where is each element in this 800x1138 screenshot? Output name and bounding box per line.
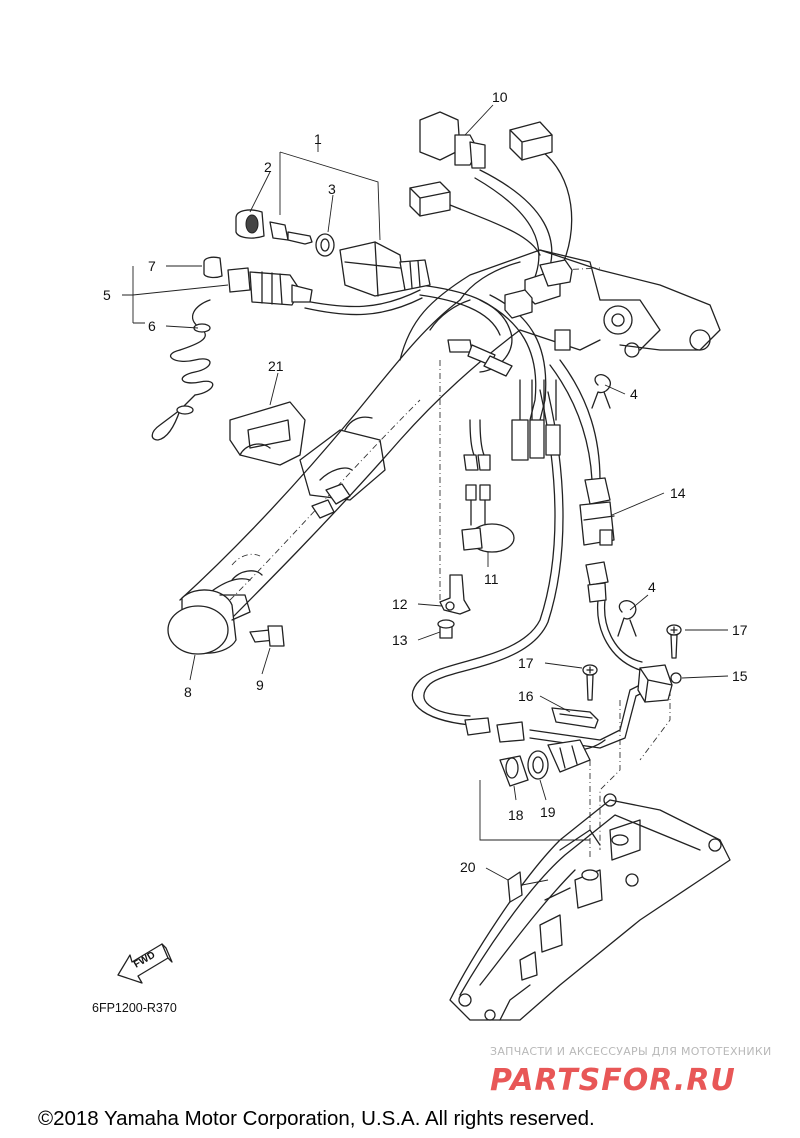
- callout-10: 10: [492, 89, 508, 105]
- callout-18: 18: [508, 807, 524, 823]
- lower-bracket: [449, 793, 731, 1021]
- wire-connector-pair: [464, 717, 525, 743]
- callout-12: 12: [392, 596, 408, 612]
- part-9-screw: [249, 625, 285, 647]
- part-1-main-switch: [339, 241, 431, 297]
- part-15-box: [585, 561, 682, 703]
- part-4-clip-upper: [591, 374, 612, 409]
- callout-17-left: 17: [518, 655, 534, 671]
- part-21-grip: [229, 401, 306, 466]
- part-7-cap: [203, 256, 223, 279]
- diagram-code: 6FP1200-R370: [92, 1001, 177, 1015]
- watermark: ЗАПЧАСТИ И АКСЕССУАРЫ ДЛЯ МОТОТЕХНИКИ PA…: [490, 1045, 772, 1098]
- callout-21: 21: [268, 358, 284, 374]
- callout-3: 3: [328, 181, 336, 197]
- part-18-grommet: [499, 755, 529, 787]
- part-19-grommet: [527, 750, 549, 780]
- part-5-stop-switch: [227, 267, 313, 306]
- mid-connectors: [447, 329, 571, 471]
- watermark-tagline: ЗАПЧАСТИ И АКСЕССУАРЫ ДЛЯ МОТОТЕХНИКИ: [490, 1045, 772, 1058]
- fwd-arrow-icon: FWD: [117, 943, 173, 984]
- callout-9: 9: [256, 677, 264, 693]
- wire-harness: [299, 149, 653, 752]
- part-10-connector: [409, 111, 573, 319]
- callout-4-upper: 4: [630, 386, 638, 402]
- handle-connectors: [311, 483, 351, 519]
- part-6-lanyard: [151, 299, 214, 441]
- reference-lines: [439, 267, 671, 860]
- callout-19: 19: [540, 804, 556, 820]
- part-4-clip-lower: [617, 600, 637, 637]
- watermark-brand: PARTSFOR.RU: [490, 1063, 736, 1098]
- callout-20: 20: [460, 859, 476, 875]
- part-11-relay: [461, 484, 515, 553]
- copyright-notice: ©2018 Yamaha Motor Corporation, U.S.A. A…: [38, 1107, 595, 1130]
- callout-15: 15: [732, 668, 748, 684]
- leader-lines: [122, 104, 729, 886]
- part-2-cap: [235, 209, 265, 239]
- part-8-grip-end: [167, 589, 251, 655]
- callout-4-lower: 4: [648, 579, 656, 595]
- callout-2: 2: [264, 159, 272, 175]
- part-14-connector: [579, 477, 615, 546]
- callout-13: 13: [392, 632, 408, 648]
- callout-16: 16: [518, 688, 534, 704]
- callout-6: 6: [148, 318, 156, 334]
- callout-11: 11: [484, 571, 499, 587]
- part-16-clamp: [551, 707, 599, 729]
- part-3-washer: [315, 233, 335, 257]
- part-17-screw-lower: [666, 624, 682, 659]
- part-17-screw-upper: [582, 664, 598, 701]
- part-1-key: [269, 221, 313, 245]
- part-12-bracket: [439, 574, 471, 615]
- callout-8: 8: [184, 684, 192, 700]
- part-20-label: [507, 871, 523, 903]
- callout-14: 14: [670, 485, 686, 501]
- tiller-handle-body: [179, 249, 721, 641]
- callout-7: 7: [148, 258, 156, 274]
- callout-17-right: 17: [732, 622, 748, 638]
- part-13-bolt: [437, 619, 455, 639]
- grommet-block: [547, 739, 591, 773]
- callout-1: 1: [314, 131, 322, 147]
- callout-5: 5: [103, 287, 111, 303]
- callout-numbers: 1 2 3 10 7 5 6 21 4 14 11 4 12 17 13 17 …: [103, 89, 748, 875]
